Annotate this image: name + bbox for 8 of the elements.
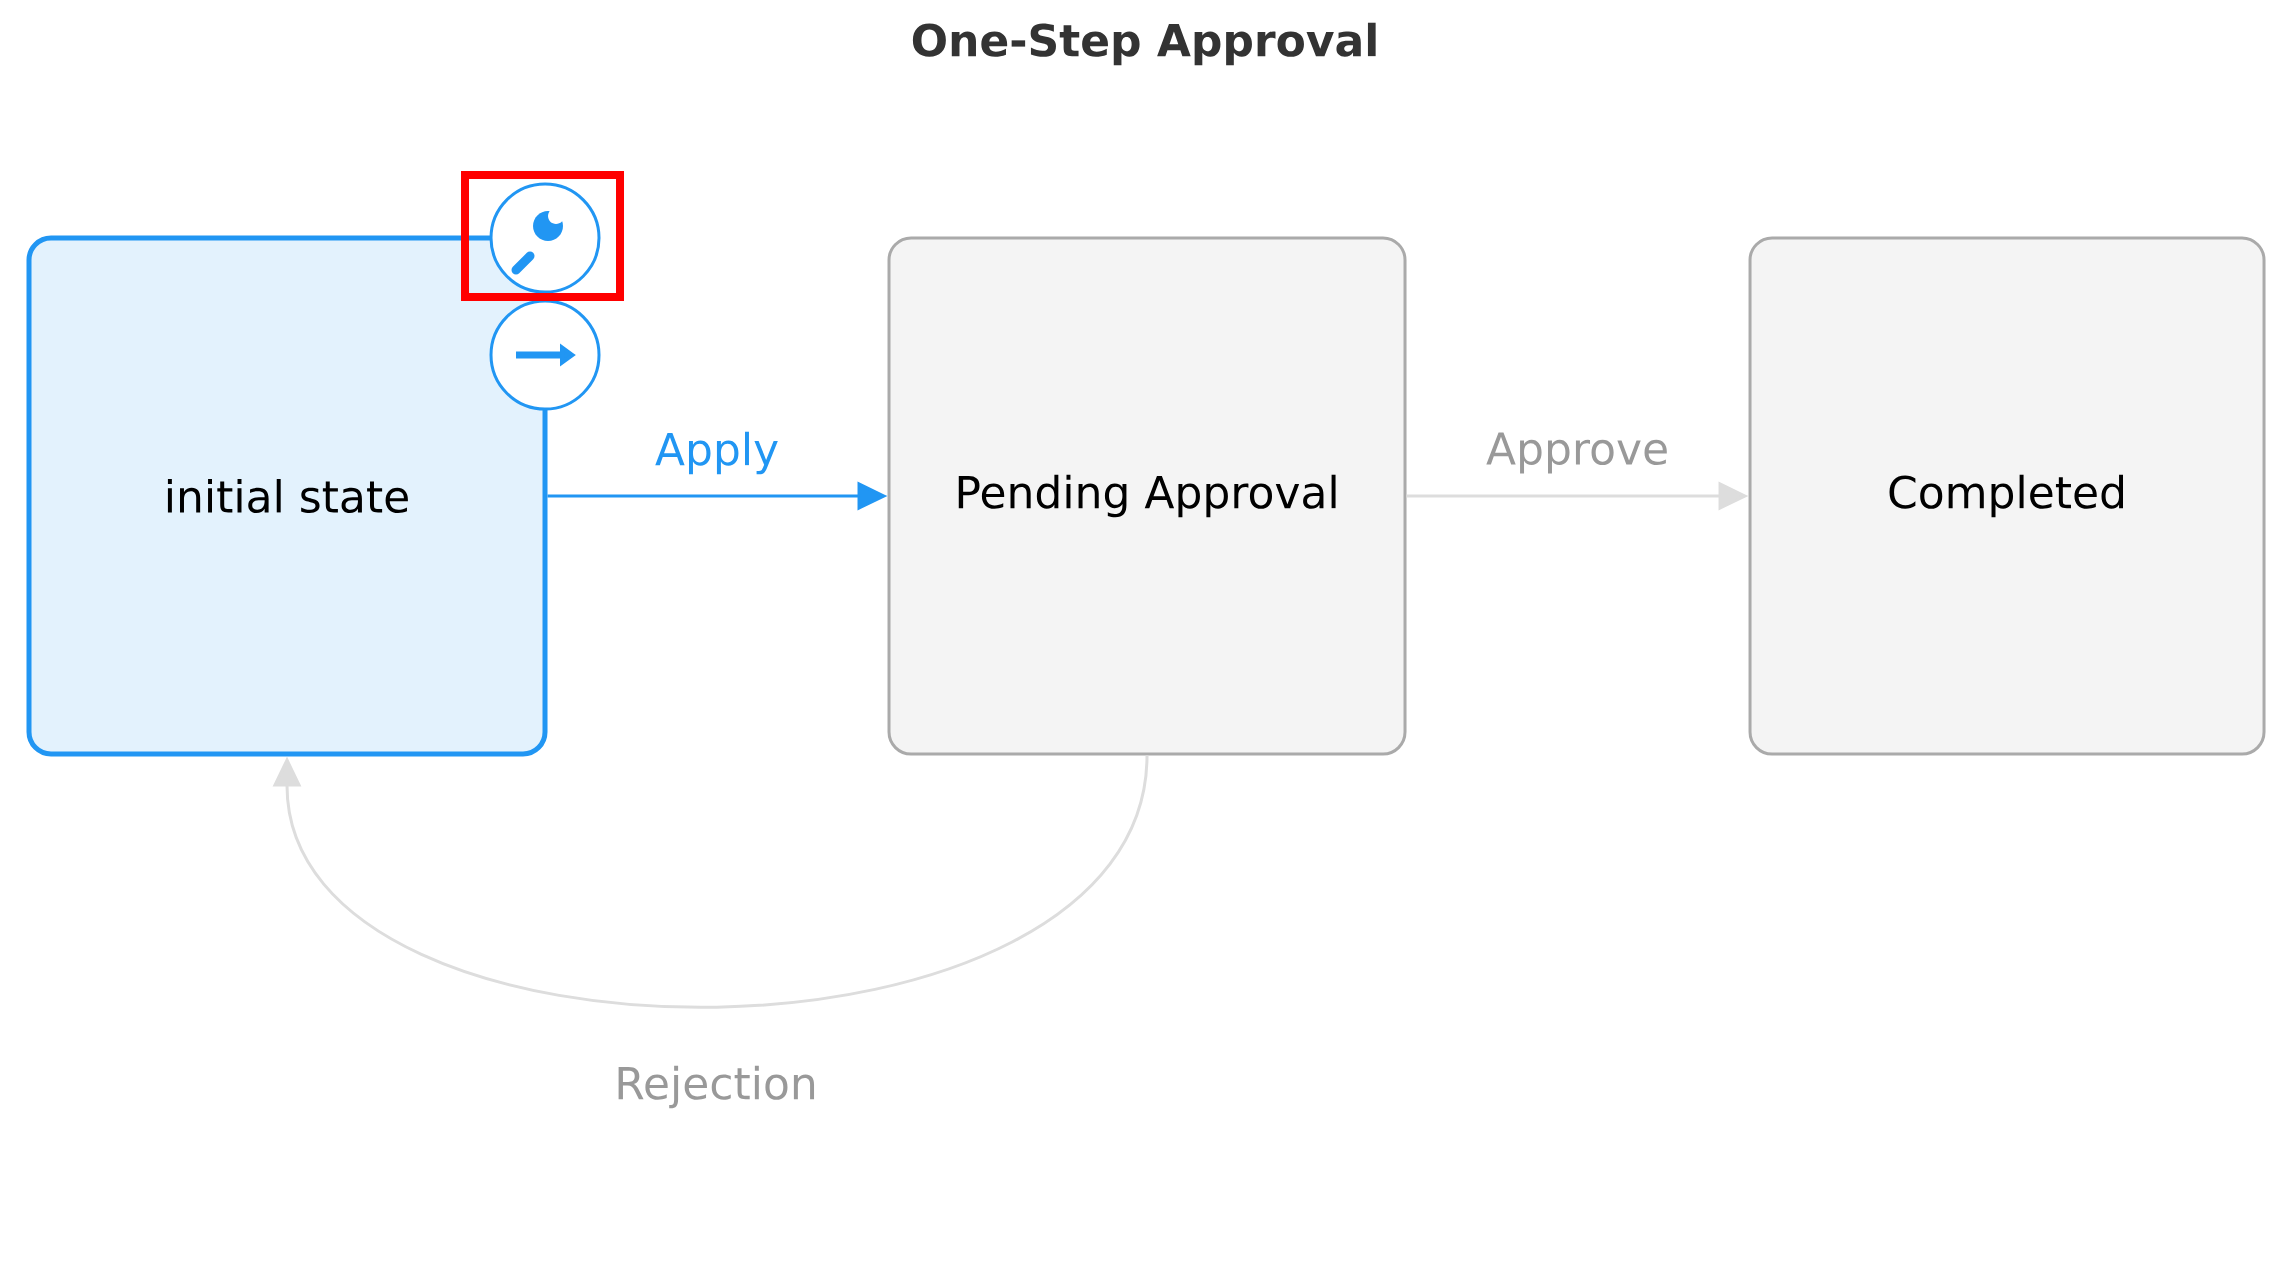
arrow xyxy=(272,755,1149,1009)
edge-label: Approve xyxy=(1482,429,1673,477)
edge-label: Apply xyxy=(651,428,783,478)
state-box: initial state xyxy=(26,235,548,757)
state-box: Pending Approval xyxy=(887,236,1407,756)
edge-label: Rejection xyxy=(611,1062,821,1112)
state-box: Completed xyxy=(1748,236,2266,756)
title: One-Step Approval xyxy=(912,22,1376,66)
